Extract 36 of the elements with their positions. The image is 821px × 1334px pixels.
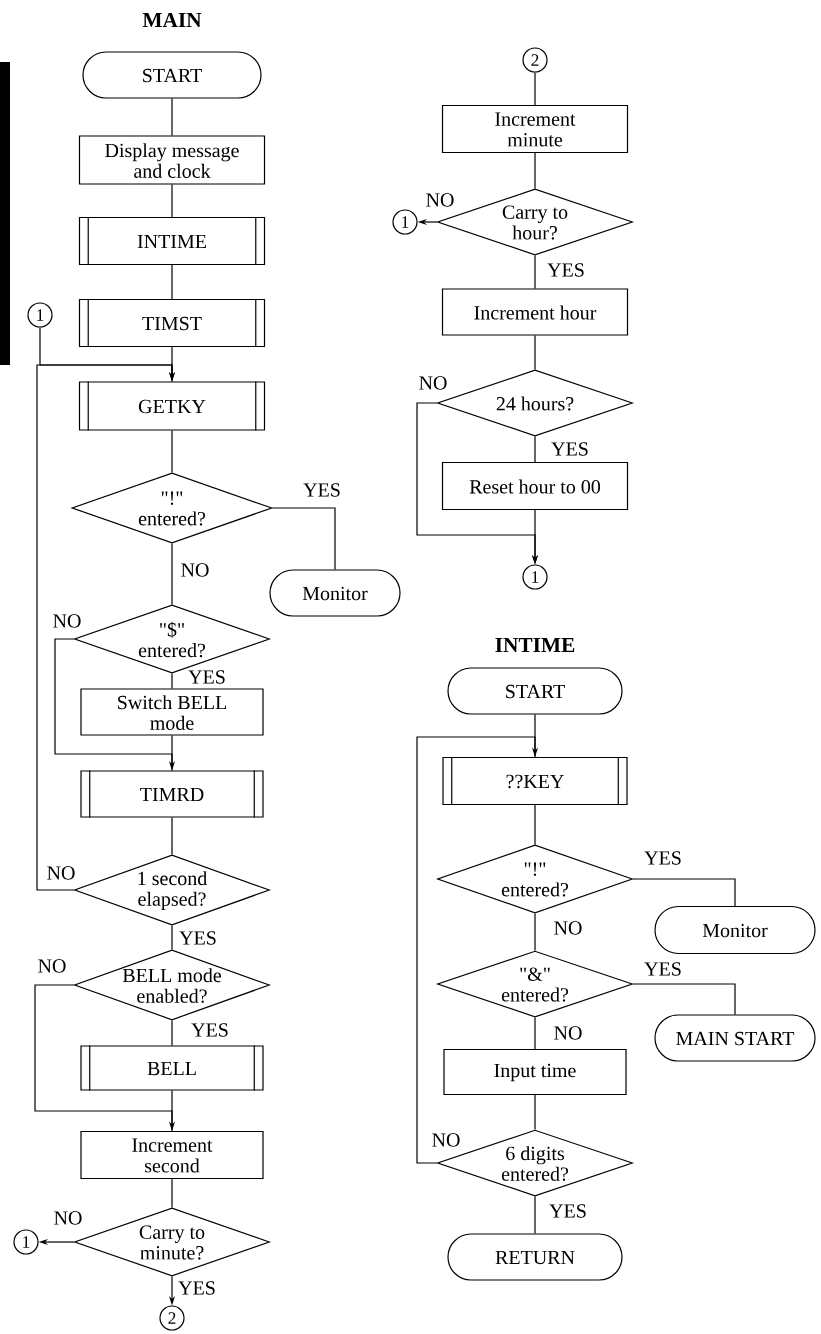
terminal-box: Monitor xyxy=(654,905,816,955)
flow-arrow xyxy=(416,736,539,1164)
subroutine-box: TIMRD xyxy=(80,769,264,819)
edge-label: NO xyxy=(552,1024,584,1042)
edge-label: YES xyxy=(301,481,343,499)
edge-label: YES xyxy=(642,960,684,978)
process-box: Switch BELL mode xyxy=(80,688,264,736)
subroutine-box: INTIME xyxy=(78,216,266,266)
edge-label: NO xyxy=(36,957,68,975)
process-box: Input time xyxy=(443,1048,627,1096)
terminal-box: START xyxy=(82,51,262,99)
edge-label: YES xyxy=(545,261,587,279)
terminal-box: MAIN START xyxy=(654,1014,816,1062)
terminal-box: Monitor xyxy=(269,569,401,617)
process-box: Reset hour to 00 xyxy=(441,461,629,511)
process-box: Increment hour xyxy=(441,288,629,336)
subroutine-box: ??KEY xyxy=(442,756,628,806)
edge-label: YES xyxy=(642,849,684,867)
edge-label: NO xyxy=(179,561,211,579)
process-box: Increment minute xyxy=(441,104,629,154)
edge-label: NO xyxy=(552,919,584,937)
chart-title: MAIN xyxy=(142,12,202,28)
edge-label: YES xyxy=(189,1021,231,1039)
subroutine-box: GETKY xyxy=(78,380,266,432)
terminal-box: RETURN xyxy=(447,1233,623,1281)
process-box: Display message and clock xyxy=(78,135,266,185)
subroutine-box: TIMST xyxy=(78,298,266,348)
edge-label: YES xyxy=(177,929,219,947)
terminal-box: START xyxy=(447,667,623,715)
edge-label: YES xyxy=(547,1202,589,1220)
edge-label: YES xyxy=(176,1279,218,1297)
flow-arrow xyxy=(36,364,176,891)
chart-title: INTIME xyxy=(495,638,575,652)
subroutine-box: BELL xyxy=(80,1044,264,1092)
edge-label: YES xyxy=(549,440,591,458)
process-box: Increment second xyxy=(80,1130,264,1180)
